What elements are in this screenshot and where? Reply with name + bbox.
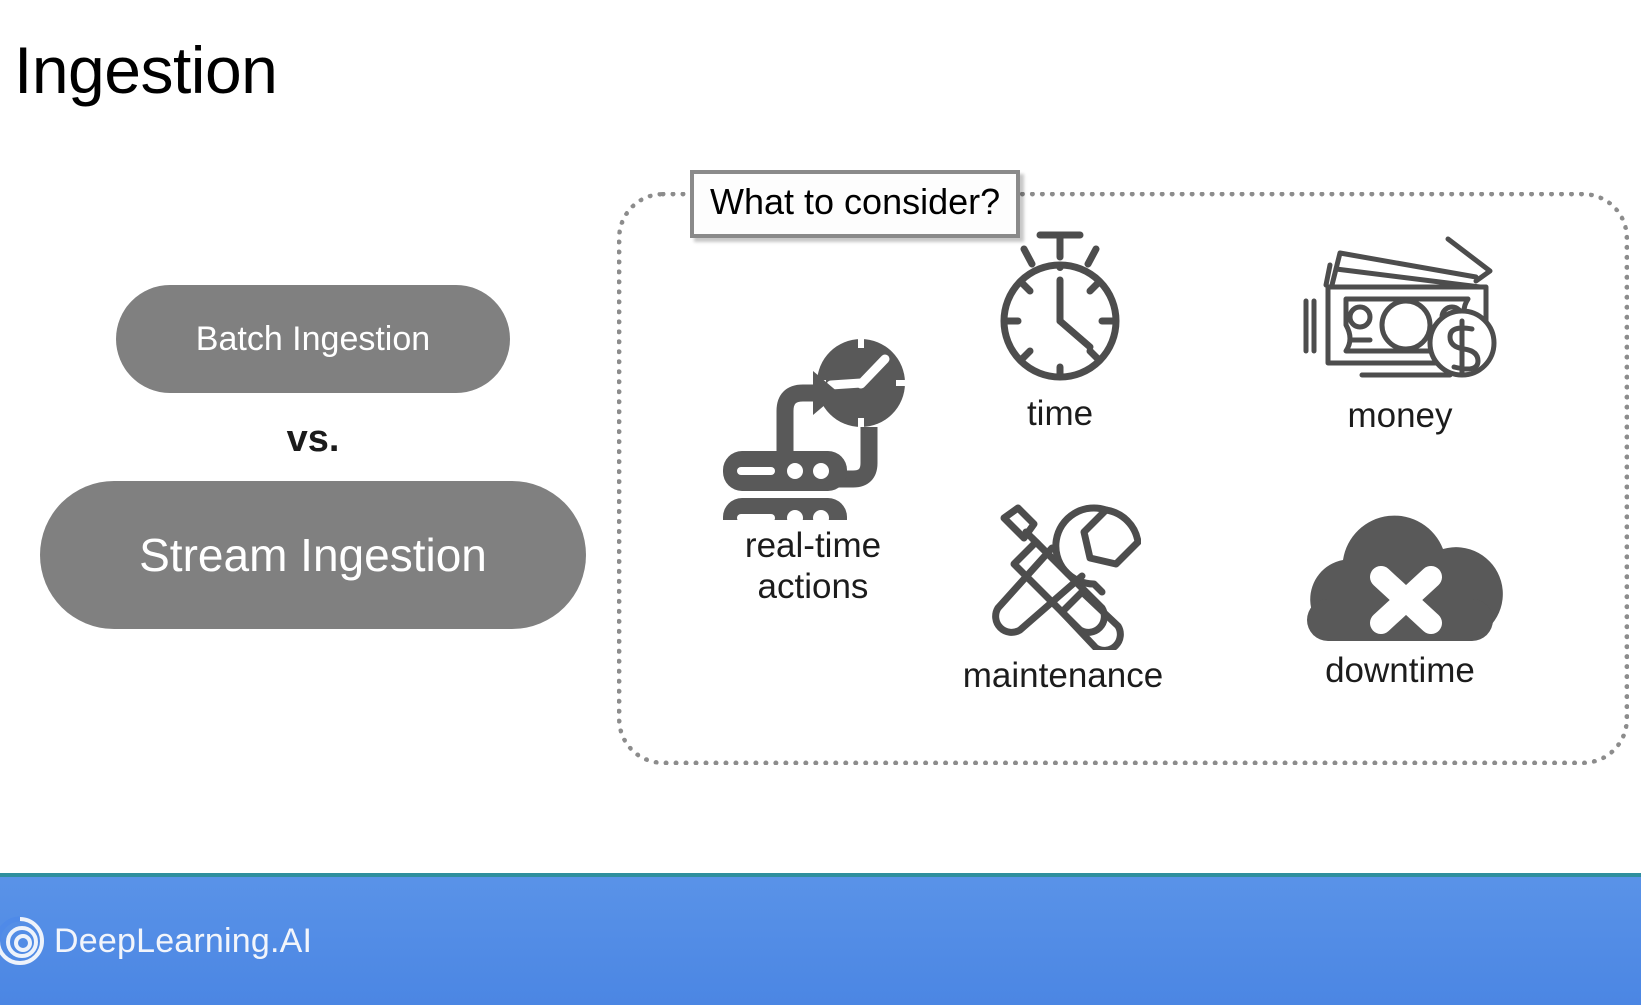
versus-label: vs.	[286, 418, 340, 460]
consideration-label: real-time actions	[744, 526, 882, 606]
batch-ingestion-label: Batch Ingestion	[195, 319, 431, 358]
page-title: Ingestion	[14, 33, 278, 107]
banknote-coin-icon	[1303, 236, 1497, 378]
consideration-label: time	[1026, 394, 1094, 433]
stream-ingestion-label: Stream Ingestion	[139, 529, 487, 581]
brand-name: DeepLearning.AI	[54, 921, 313, 960]
consideration-item-real-time-actions: real-time actions	[688, 335, 938, 607]
consideration-item-maintenance: maintenance	[918, 500, 1208, 697]
cloud-error-icon	[1306, 515, 1503, 641]
footer-bar: DeepLearning.AI	[0, 873, 1641, 1005]
brand-logo: DeepLearning.AI	[0, 913, 312, 969]
stream-ingestion-pill: Stream Ingestion	[40, 481, 586, 629]
consideration-label: money	[1347, 396, 1453, 435]
what-to-consider-heading: What to consider?	[690, 170, 1021, 238]
consideration-item-money: money	[1260, 225, 1540, 437]
consideration-item-downtime: downtime	[1260, 515, 1540, 692]
consideration-label: downtime	[1325, 651, 1475, 690]
what-to-consider-panel	[617, 192, 1629, 765]
wrench-screwdriver-icon	[991, 504, 1141, 650]
server-clock-icon	[723, 337, 907, 520]
consideration-label: maintenance	[962, 656, 1164, 695]
consideration-icon-grid: real-time actions	[640, 225, 1608, 745]
batch-ingestion-pill: Batch Ingestion	[116, 285, 510, 393]
stopwatch-icon	[1000, 231, 1120, 381]
consideration-item-time: time	[935, 223, 1185, 435]
footer-accent-line	[0, 873, 1641, 877]
deeplearning-spiral-icon	[0, 916, 44, 965]
